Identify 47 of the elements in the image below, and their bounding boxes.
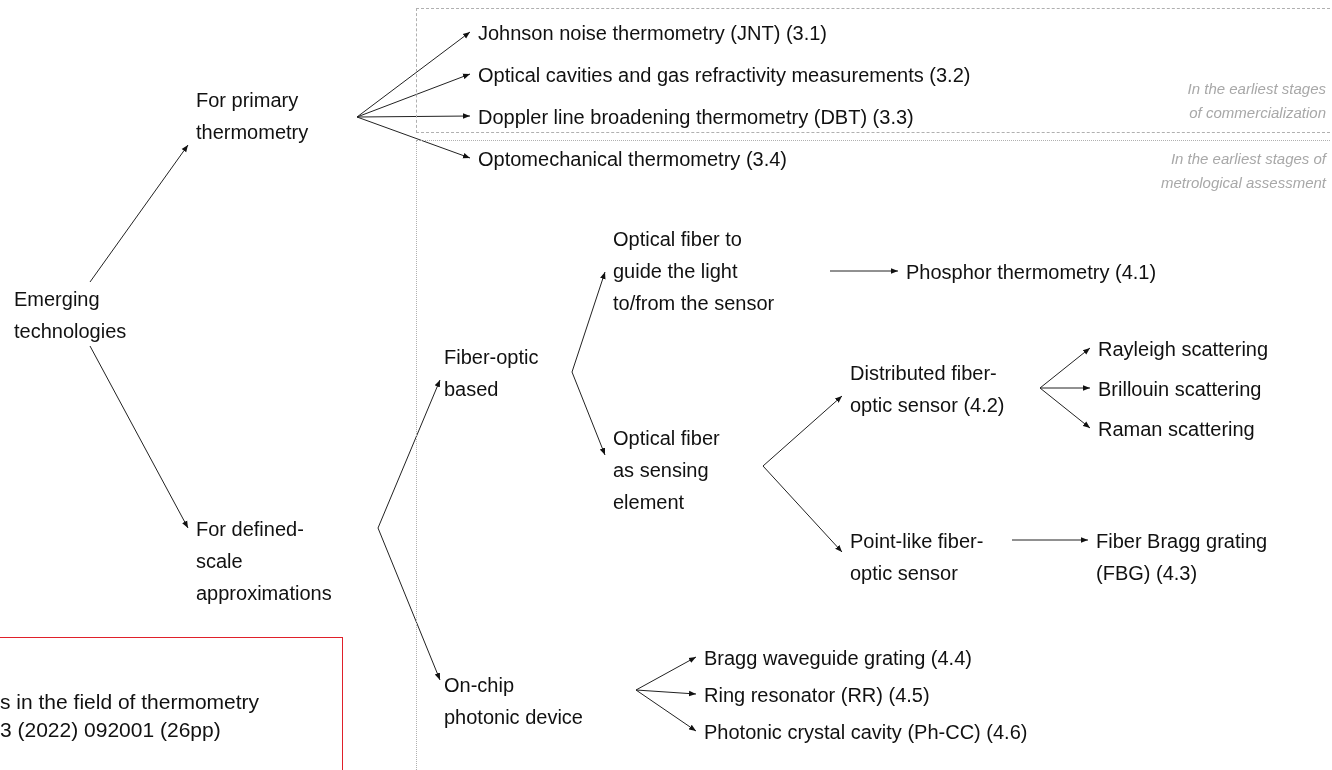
arrow xyxy=(356,116,471,159)
arrow xyxy=(1039,385,1091,391)
node-label: Optical fiber to guide the light to/from the sensor xyxy=(612,227,776,316)
citation-text: 3 (2022) 092001 (26pp) xyxy=(0,717,221,743)
arrow xyxy=(1039,347,1091,389)
node-label: Fiber-optic based xyxy=(443,345,540,402)
arrow xyxy=(1039,387,1091,429)
citation-box xyxy=(0,637,343,770)
arrow xyxy=(635,689,697,697)
node-label: Distributed fiber-optic sensor (4.2) xyxy=(849,361,1006,418)
arrow xyxy=(89,144,189,283)
node-label: Brillouin scattering xyxy=(1097,377,1263,402)
node-label: Ring resonator (RR) (4.5) xyxy=(703,683,931,708)
arrow xyxy=(571,371,606,456)
stage-note: In the earliest stages of metrological assessment xyxy=(1159,149,1326,193)
node-label: For defined-scale approximations xyxy=(195,517,333,606)
node-label: Johnson noise thermometry (JNT) (3.1) xyxy=(477,21,828,46)
node-label: Point-like fiber-optic sensor xyxy=(849,529,985,586)
node-label: Photonic crystal cavity (Ph-CC) (4.6) xyxy=(703,720,1029,745)
arrow xyxy=(571,271,606,373)
arrow xyxy=(762,395,843,467)
node-label: For primary thermometry xyxy=(195,88,310,145)
arrow xyxy=(377,527,441,681)
dotted-region xyxy=(416,140,1330,770)
dashed-region xyxy=(416,8,1330,133)
arrow xyxy=(356,31,471,118)
node-label: Optical fiber as sensing element xyxy=(612,426,721,515)
arrow xyxy=(829,268,899,274)
node-label: On-chip photonic device xyxy=(443,673,584,730)
arrow xyxy=(356,113,471,119)
node-label: Emerging technologies xyxy=(14,287,128,344)
arrow xyxy=(377,379,441,529)
node-label: Raman scattering xyxy=(1097,417,1256,442)
arrow xyxy=(635,656,697,691)
node-label: Phosphor thermometry (4.1) xyxy=(905,260,1158,285)
arrow xyxy=(762,465,843,553)
node-label: Optical cavities and gas refractivity measurements (3.2) xyxy=(477,63,972,88)
node-label: Rayleigh scattering xyxy=(1097,337,1270,362)
node-label: Doppler line broadening thermometry (DBT) (3.3) xyxy=(477,105,915,130)
citation-text: s in the field of thermometry xyxy=(0,689,260,715)
arrow xyxy=(89,345,189,529)
node-label: Bragg waveguide grating (4.4) xyxy=(703,646,973,671)
arrow xyxy=(1011,537,1089,543)
stage-note: In the earliest stages of commercialization xyxy=(1186,79,1326,123)
node-label: Optomechanical thermometry (3.4) xyxy=(477,147,788,172)
node-label: Fiber Bragg grating (FBG) (4.3) xyxy=(1095,529,1269,586)
arrow xyxy=(635,689,697,732)
